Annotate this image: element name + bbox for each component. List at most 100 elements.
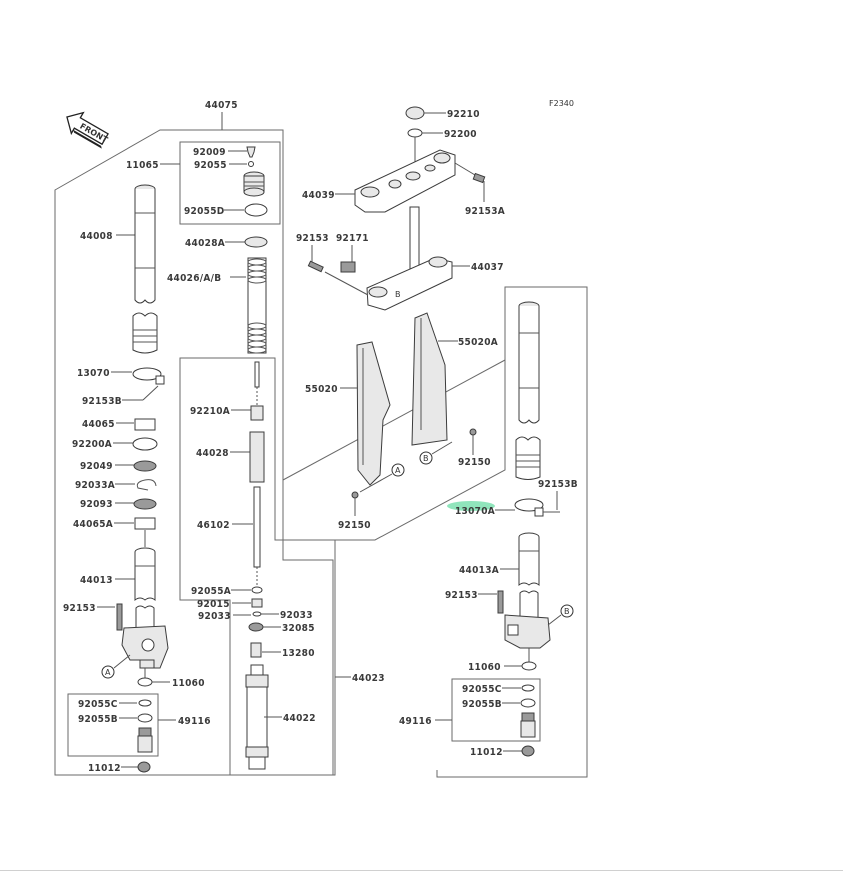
part-right-outer-tube <box>515 301 541 480</box>
part-axle-holder-left <box>121 625 169 669</box>
label-11065: 11065 <box>126 160 159 171</box>
label-92055B-left: 92055B <box>78 714 118 725</box>
part-92153A-bolt <box>472 172 486 184</box>
label-11060-left: 11060 <box>172 678 205 689</box>
part-92055C-left <box>138 699 152 707</box>
label-92153B-left: 92153B <box>82 396 122 407</box>
callout-a-left <box>101 665 115 679</box>
label-92210A: 92210A <box>190 406 230 417</box>
label-44039: 44039 <box>302 190 335 201</box>
label-92009: 92009 <box>193 147 226 158</box>
part-44065 <box>134 418 156 431</box>
label-92033A: 92033A <box>75 480 115 491</box>
frame-44023 <box>179 357 336 776</box>
frame-49116-right <box>451 678 541 742</box>
part-damper-rod-top <box>254 361 260 388</box>
label-44065A: 44065A <box>73 519 113 530</box>
label-11012-left: 11012 <box>88 763 121 774</box>
callout-a-mid <box>391 463 405 477</box>
part-13070 <box>132 367 165 385</box>
part-13280 <box>250 642 262 658</box>
part-92210A <box>250 405 264 421</box>
label-44065: 44065 <box>82 419 115 430</box>
part-44065A <box>134 517 156 530</box>
part-44037-lower-clamp: B <box>366 256 453 311</box>
callout-b-mid-label: B <box>423 454 429 463</box>
frame-right-diagonal <box>282 359 506 481</box>
highlight-13070A <box>447 501 495 511</box>
part-92153-mid-bolt <box>307 260 324 273</box>
part-92150-b <box>469 428 477 436</box>
part-fork-cap <box>243 171 265 197</box>
part-92153-right-bolt <box>497 590 504 614</box>
label-13070A: 13070A <box>455 506 495 517</box>
label-49116-right: 49116 <box>399 716 432 727</box>
part-44026-spring <box>247 257 267 354</box>
label-92171: 92171 <box>336 233 369 244</box>
part-13070A-clamp <box>514 498 544 517</box>
part-55020A-guard <box>411 312 448 446</box>
label-92033-l: 92033 <box>198 611 231 622</box>
label-46102: 46102 <box>197 520 230 531</box>
label-92150-b: 92150 <box>458 457 491 468</box>
part-92200A <box>132 437 158 451</box>
label-11012-right: 11012 <box>470 747 503 758</box>
label-92049: 92049 <box>80 461 113 472</box>
part-92150-a <box>351 491 359 499</box>
figure-code: F2340 <box>549 99 574 108</box>
front-arrow-icon: FRONT <box>66 111 110 149</box>
label-55020A: 55020A <box>458 337 498 348</box>
part-92033A <box>136 479 157 491</box>
part-92055C-right <box>521 684 535 692</box>
label-92055B-right: 92055B <box>462 699 502 710</box>
part-44008 <box>132 184 158 354</box>
part-11012-right <box>521 745 535 757</box>
callout-a-mid-label: A <box>395 466 401 475</box>
part-11060-right <box>521 661 537 671</box>
label-44008: 44008 <box>80 231 113 242</box>
label-44037: 44037 <box>471 262 504 273</box>
label-92150-a: 92150 <box>338 520 371 531</box>
part-11012-left <box>137 761 151 773</box>
callout-b-mid <box>419 451 433 465</box>
part-44022-cartridge <box>245 664 269 770</box>
label-13070: 13070 <box>77 368 110 379</box>
label-92153-mid: 92153 <box>296 233 329 244</box>
part-92033 <box>252 611 262 617</box>
part-44028A <box>244 236 268 248</box>
label-44075: 44075 <box>205 100 238 111</box>
part-11060-left <box>137 677 153 687</box>
part-44013A-inner-tube <box>518 532 540 626</box>
label-55020: 55020 <box>305 384 338 395</box>
label-92210: 92210 <box>447 109 480 120</box>
frame-11065 <box>179 141 281 225</box>
label-44028: 44028 <box>196 448 229 459</box>
part-92055D <box>244 203 268 217</box>
label-44028A: 44028A <box>185 238 225 249</box>
part-32085 <box>248 622 264 632</box>
label-44022: 44022 <box>283 713 316 724</box>
bottom-divider <box>0 870 843 871</box>
label-92033-r: 92033 <box>280 610 313 621</box>
part-92049 <box>133 460 157 472</box>
callout-b-right-label: B <box>564 607 570 616</box>
part-92055B-left <box>137 713 153 723</box>
part-92200-washer <box>407 128 423 138</box>
label-13280: 13280 <box>282 648 315 659</box>
label-11060-right: 11060 <box>468 662 501 673</box>
part-44028 <box>249 431 265 483</box>
label-92153A: 92153A <box>465 206 505 217</box>
part-92015 <box>251 598 263 608</box>
part-49116-valve-right <box>520 712 536 738</box>
part-44039-upper-clamp <box>354 149 456 213</box>
label-92153-left: 92153 <box>63 603 96 614</box>
frame-44075 <box>54 129 334 776</box>
part-92055A <box>251 586 263 594</box>
callout-a-left-label: A <box>105 668 111 677</box>
label-44013: 44013 <box>80 575 113 586</box>
part-55020-guard <box>356 341 391 486</box>
label-44023: 44023 <box>352 673 385 684</box>
label-92153-right: 92153 <box>445 590 478 601</box>
part-92093 <box>133 498 157 510</box>
part-46102-rod <box>253 486 261 568</box>
